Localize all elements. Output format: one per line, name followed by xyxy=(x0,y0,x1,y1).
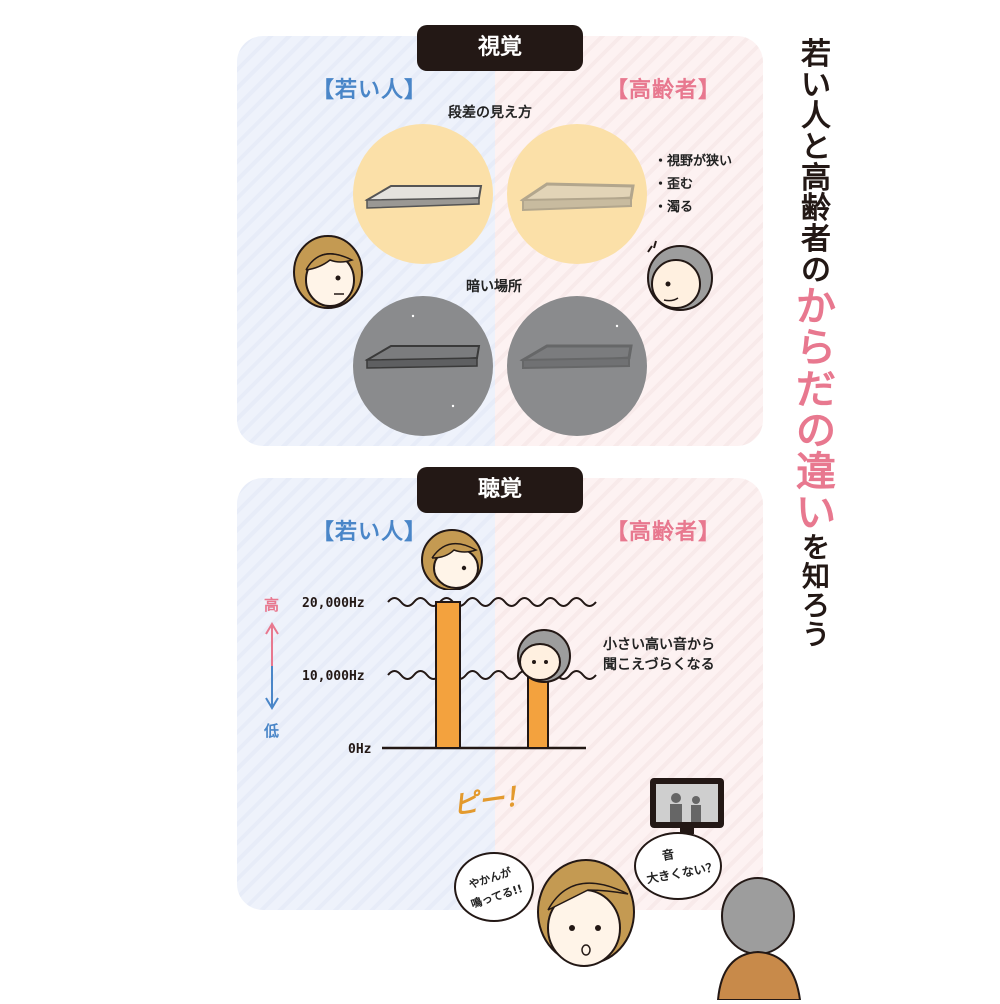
dark-step-slab-icon xyxy=(364,314,481,408)
hearing-bar-young xyxy=(435,601,461,749)
blurred-dark-step-slab-icon xyxy=(519,324,633,370)
side-title-char: の xyxy=(801,253,831,289)
hearing-caption-line1: 小さい高い音から xyxy=(603,637,715,653)
side-title-accent-char: 違 xyxy=(796,448,836,495)
side-title-char: 人 xyxy=(801,98,831,134)
frequency-label: 20,000Hz xyxy=(302,596,365,611)
dark-caption: 暗い場所 xyxy=(466,279,522,295)
side-title-char: 高 xyxy=(801,160,831,196)
old-person-illustration xyxy=(640,240,720,318)
blurred-step-slab-icon xyxy=(519,182,635,212)
frequency-label: 10,000Hz xyxy=(302,669,365,684)
vision-old-label: 【高齢者】 xyxy=(606,78,722,103)
high-frequency-wave xyxy=(387,597,597,607)
side-title-char: 者 xyxy=(801,222,831,258)
down-arrow-icon xyxy=(265,697,279,710)
old-person-small-illustration xyxy=(514,628,574,688)
side-title: 若 い 人 と 高 齢 者 の か ら だ の 違 い を 知 ろ う xyxy=(796,37,836,651)
side-title-accent-char: か xyxy=(796,284,836,331)
vision-young-label: 【若い人】 xyxy=(312,78,428,103)
side-title-char: 齢 xyxy=(801,191,831,227)
young-step-view xyxy=(353,124,493,264)
side-title-char: 知 xyxy=(801,560,830,594)
young-speech-bubble: やかんが 鳴ってる!! xyxy=(454,852,534,922)
step-slab-icon xyxy=(364,185,483,209)
high-label: 高 xyxy=(264,596,279,614)
young-person-illustration xyxy=(290,234,366,318)
side-title-char: 若 xyxy=(801,37,831,72)
old-speech-line2: 大きくない？ xyxy=(645,859,719,887)
frequency-label: 0Hz xyxy=(348,742,371,757)
television-illustration xyxy=(648,776,728,842)
hearing-young-label: 【若い人】 xyxy=(312,520,428,545)
young-dark-view xyxy=(353,296,493,436)
up-arrow-icon xyxy=(265,622,279,635)
side-title-char: ろ xyxy=(801,588,830,622)
side-title-accent-char: ら xyxy=(796,325,836,372)
hearing-caption-line2: 聞こえづらくなる xyxy=(603,657,715,673)
side-title-char: を xyxy=(801,531,830,565)
hearing-title: 聴覚 xyxy=(417,467,583,513)
symptom-2: ・歪む xyxy=(654,177,694,192)
side-title-accent-char: の xyxy=(796,407,836,454)
young-person-small-illustration xyxy=(418,528,488,594)
side-title-char: と xyxy=(801,129,831,165)
side-title-char: い xyxy=(801,67,831,103)
symptom-3: ・濁る xyxy=(654,200,694,215)
young-person-large-illustration xyxy=(532,850,642,984)
symptom-1: ・視野が狭い xyxy=(654,154,733,169)
step-caption: 段差の見え方 xyxy=(448,105,532,121)
old-speech-line1: 音 xyxy=(660,847,676,863)
hearing-frequency-chart: 高低 20,000Hz 10,000Hz 0Hz xyxy=(263,596,597,757)
side-title-char: う xyxy=(801,617,830,651)
old-step-view xyxy=(507,124,647,264)
old-person-back-illustration xyxy=(712,872,802,1004)
low-label: 低 xyxy=(263,722,279,740)
old-dark-view xyxy=(507,296,647,436)
mid-frequency-wave xyxy=(387,670,597,680)
vision-title: 視覚 xyxy=(417,25,583,71)
side-title-accent-char: い xyxy=(796,490,836,537)
hearing-old-label: 【高齢者】 xyxy=(606,520,722,545)
old-speech-bubble: 音 大きくない？ xyxy=(634,832,722,900)
side-title-accent-char: だ xyxy=(796,366,836,413)
